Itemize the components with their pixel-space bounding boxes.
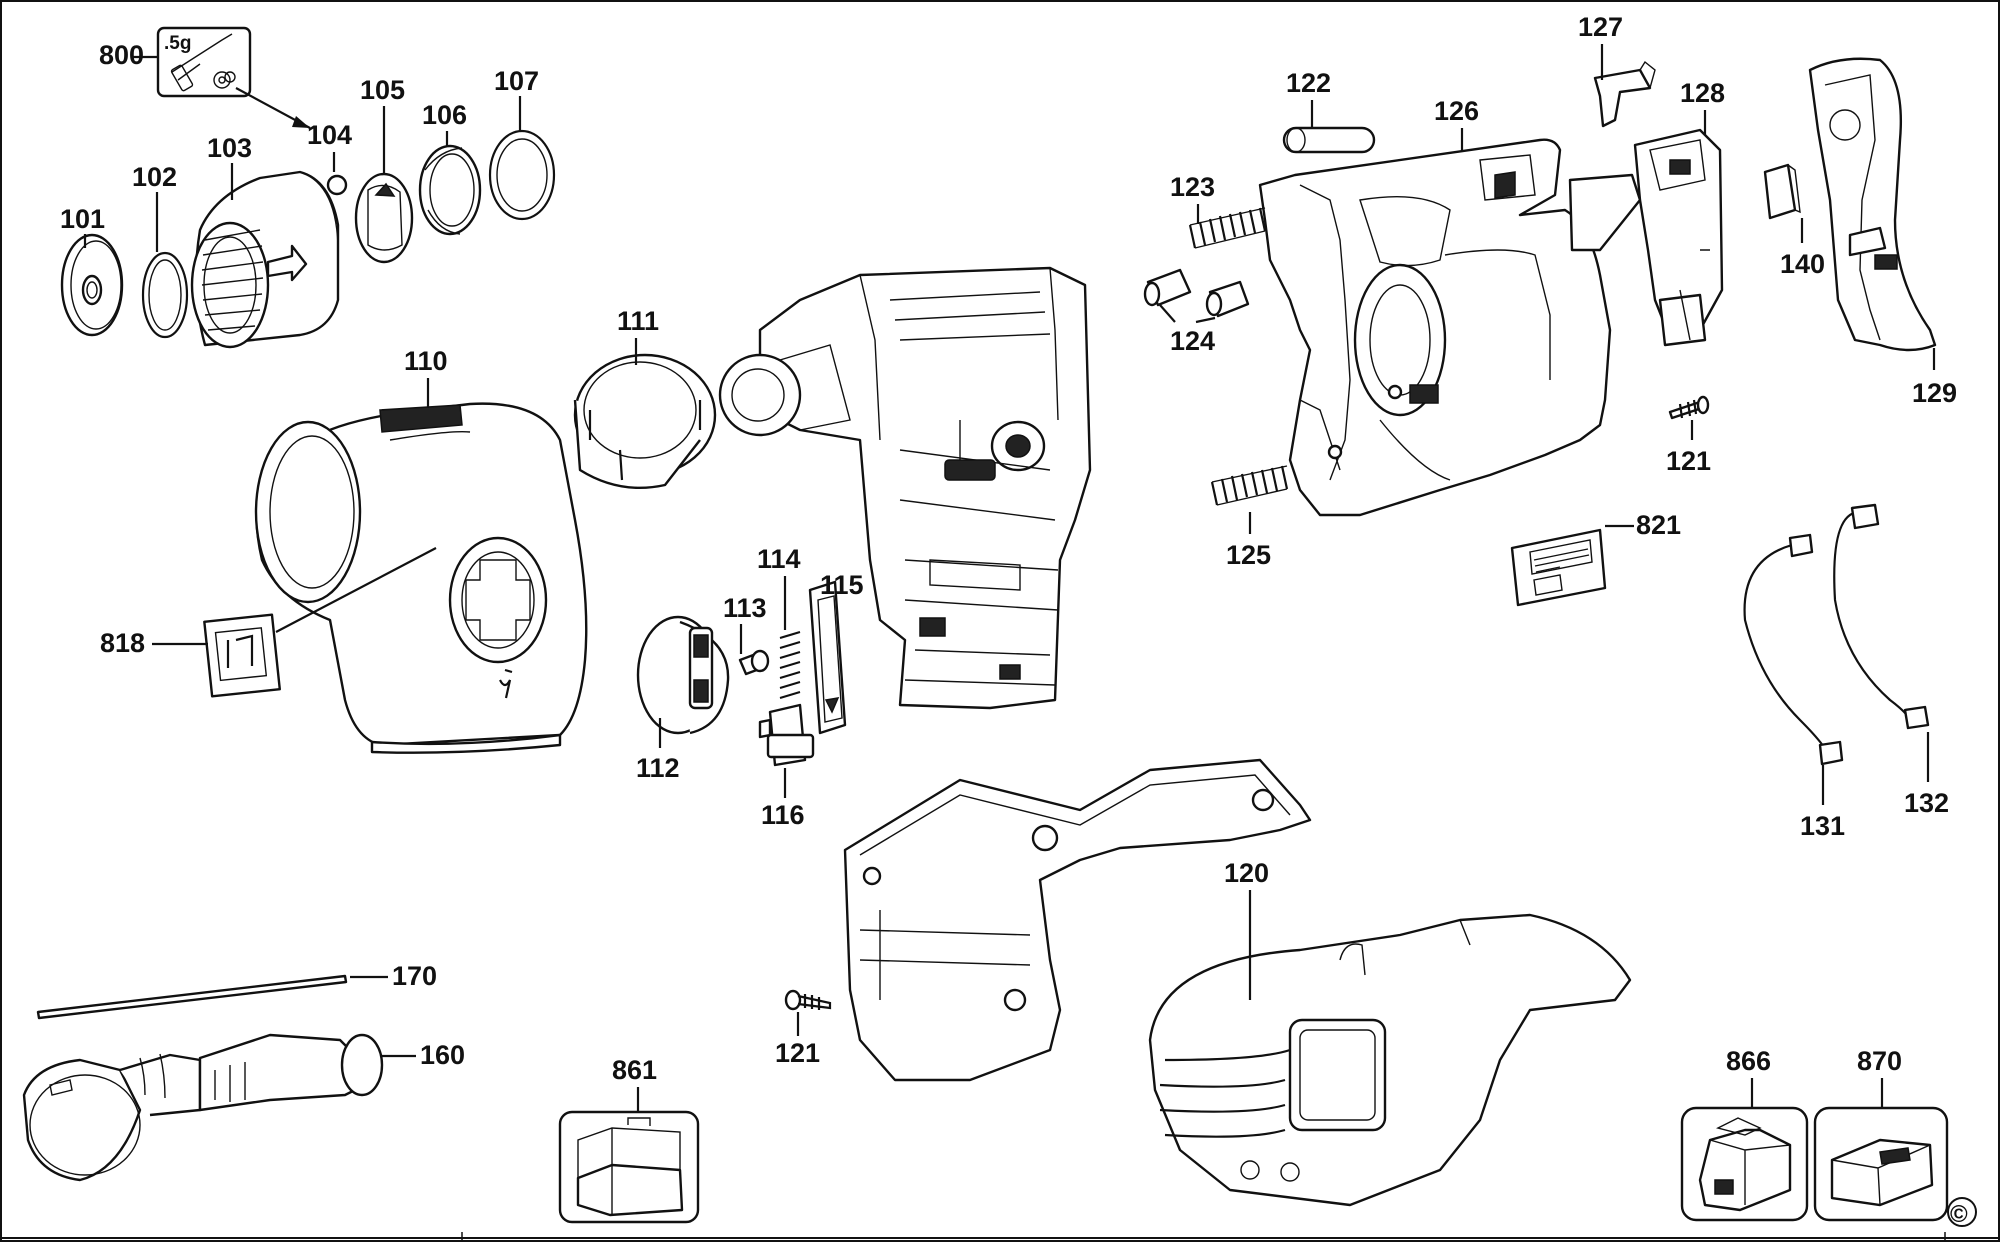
part-127-clip[interactable]: [1593, 60, 1656, 128]
label-115: 115: [820, 570, 864, 600]
part-113-pin[interactable]: [738, 649, 770, 676]
part-129-handle-cover[interactable]: [1808, 57, 1937, 352]
label-170: 170: [392, 961, 437, 991]
part-101-washer[interactable]: [60, 233, 124, 337]
part-131-cable[interactable]: [1743, 533, 1844, 766]
label-125: 125: [1226, 540, 1271, 570]
part-125-spring[interactable]: [1210, 465, 1289, 506]
part-128-switch[interactable]: [1568, 128, 1724, 347]
label-101: 101: [60, 204, 105, 234]
label-121-top: 121: [1666, 446, 1711, 476]
part-132-cable[interactable]: [1833, 503, 1930, 730]
part-111-collar[interactable]: [573, 353, 717, 490]
label-127: 127: [1578, 12, 1623, 42]
label-129: 129: [1912, 378, 1957, 408]
label-116: 116: [761, 800, 805, 830]
part-140-brush[interactable]: [1763, 163, 1801, 220]
label-132: 132: [1904, 788, 1949, 818]
label-107: 107: [494, 66, 539, 96]
part-821-nameplate[interactable]: [1510, 528, 1607, 607]
label-800: 800: [99, 40, 144, 70]
part-861-kit-box[interactable]: [558, 1110, 700, 1224]
part-110-front-housing[interactable]: [254, 402, 588, 754]
label-861: 861: [612, 1055, 657, 1085]
label-866: 866: [1726, 1046, 1771, 1076]
motor-gear-assembly: [718, 266, 1092, 710]
part-120-lower-housing[interactable]: [843, 758, 1632, 1207]
part-124-caps[interactable]: [1143, 268, 1250, 318]
leader-818-to-110: [275, 547, 437, 633]
copyright-mark: ©: [1950, 1201, 1968, 1228]
part-122-brush[interactable]: [1282, 126, 1376, 154]
label-124: 124: [1170, 326, 1215, 356]
label-870: 870: [1857, 1046, 1902, 1076]
label-111: 111: [617, 306, 659, 336]
label-105: 105: [360, 75, 405, 105]
part-116-actuator[interactable]: [758, 703, 815, 767]
part-103-chuck-sleeve[interactable]: [190, 170, 340, 349]
part-121-screw-bottom[interactable]: [784, 989, 832, 1011]
part-160-side-handle[interactable]: [22, 1033, 384, 1182]
part-105-retainer[interactable]: [354, 172, 414, 264]
label-821: 821: [1636, 510, 1681, 540]
label-121-bottom: 121: [775, 1038, 820, 1068]
label-103: 103: [207, 133, 252, 163]
label-818: 818: [100, 628, 145, 658]
label-120: 120: [1224, 858, 1269, 888]
part-112-selector-knob[interactable]: [636, 615, 730, 735]
part-114-spring[interactable]: [779, 630, 801, 700]
label-800-grease: .5g: [164, 33, 191, 54]
label-123: 123: [1170, 172, 1215, 202]
part-866-battery[interactable]: [1680, 1106, 1809, 1222]
part-126-rear-housing[interactable]: [1258, 138, 1612, 517]
part-818-label[interactable]: [203, 613, 281, 698]
label-112: 112: [636, 753, 680, 783]
label-122: 122: [1286, 68, 1331, 98]
part-170-depth-rod[interactable]: [36, 974, 348, 1020]
part-121-screw-top[interactable]: [1668, 395, 1710, 420]
label-128: 128: [1680, 78, 1725, 108]
part-104-ball[interactable]: [326, 174, 348, 196]
part-115-slider[interactable]: [808, 580, 847, 735]
part-800-grease-kit[interactable]: [156, 26, 252, 98]
part-870-charger[interactable]: [1813, 1106, 1949, 1222]
part-106-ring[interactable]: [418, 144, 482, 236]
label-126: 126: [1434, 96, 1479, 126]
part-107-ring[interactable]: [488, 129, 556, 221]
copyright-circle: [1947, 1197, 1977, 1227]
part-123-spring[interactable]: [1188, 207, 1267, 249]
label-113: 113: [723, 593, 767, 623]
label-102: 102: [132, 162, 177, 192]
label-131: 131: [1800, 811, 1845, 841]
label-140: 140: [1780, 249, 1825, 279]
label-110: 110: [404, 346, 448, 376]
label-114: 114: [757, 544, 801, 574]
label-160: 160: [420, 1040, 465, 1070]
label-106: 106: [422, 100, 467, 130]
label-104: 104: [307, 120, 352, 150]
part-102-ring[interactable]: [141, 251, 189, 339]
